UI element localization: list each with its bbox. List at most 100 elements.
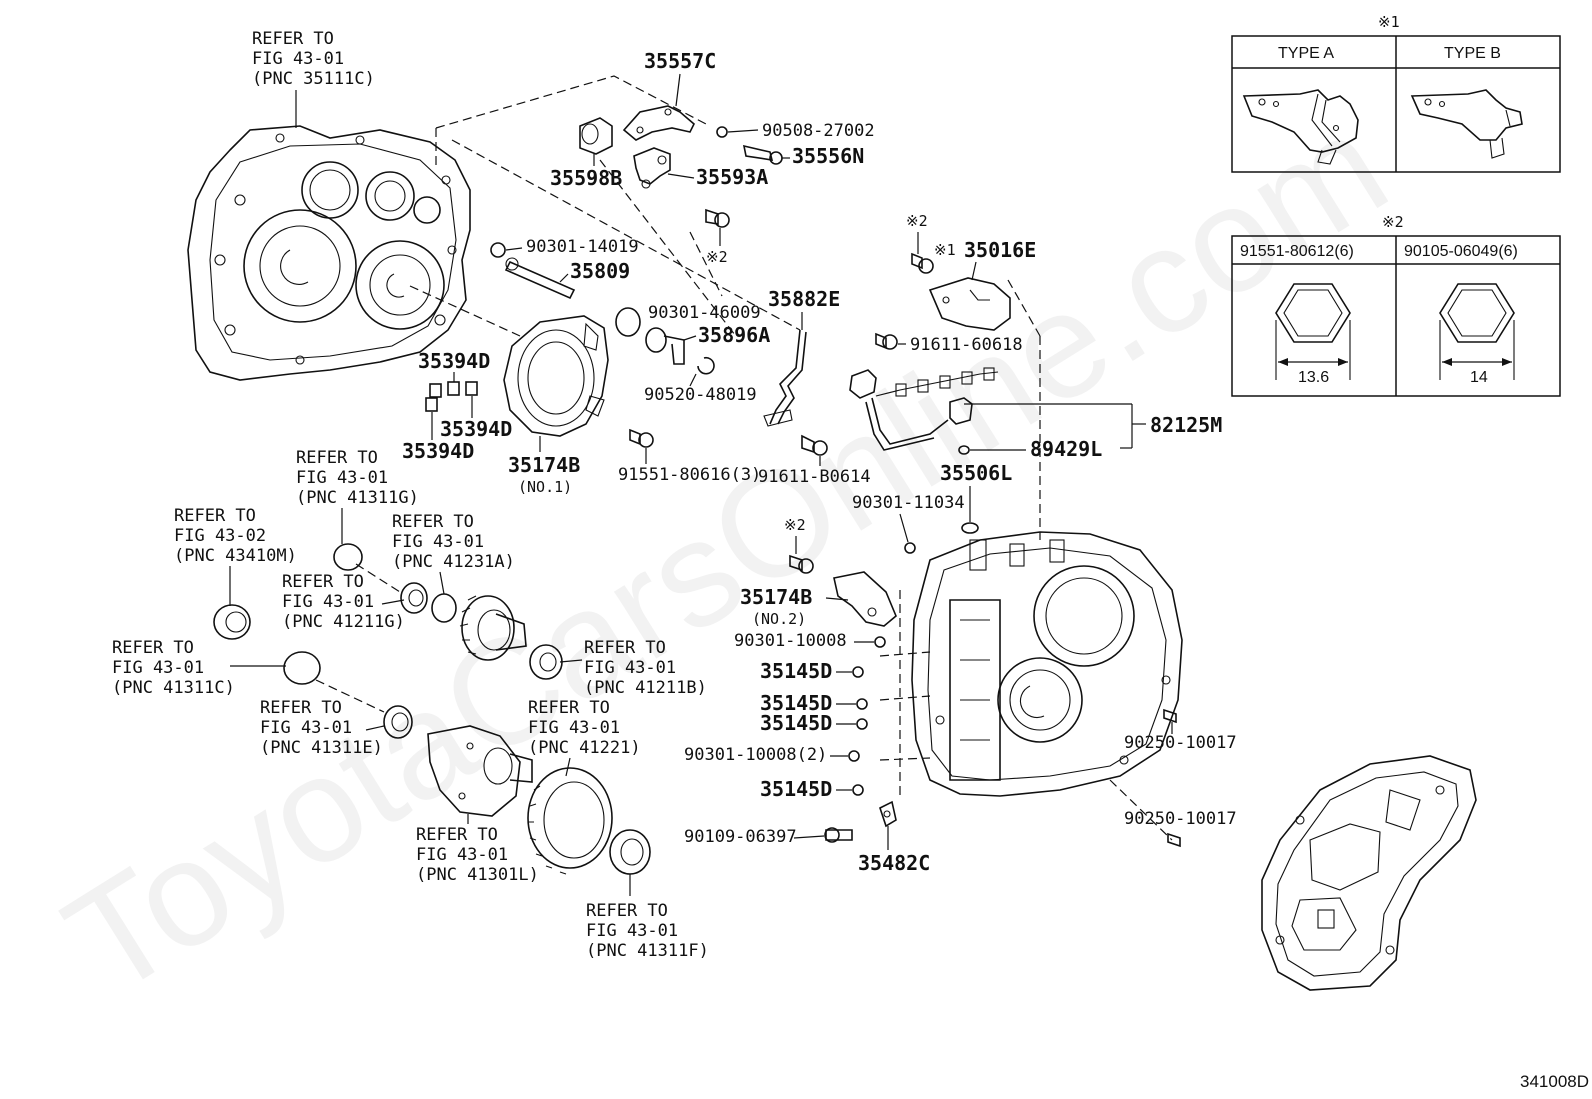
ref-41311g-line2: FIG 43-01 [296,468,388,488]
ref-41311e-line3: (PNC 41311E) [260,738,383,758]
part-35556n-bolt [742,144,783,165]
label-35394d-a: 35394D [418,349,490,373]
label-35174b-no1-suffix: (NO.1) [518,478,572,496]
part-bolt-mark2-c [789,554,814,574]
label-90520-48019: 90520-48019 [644,385,757,405]
label-35145d-b: 35145D [760,691,832,715]
ref-41221-line1: REFER TO [528,698,610,718]
bolt-head-right-illustration: 14 [1439,283,1515,386]
part-35174b-no1 [503,315,609,437]
ref-41211b-line1: REFER TO [584,638,666,658]
label-82125m: 82125M [1150,413,1222,437]
part-35896a [645,327,685,365]
legend-type-a-label: TYPE A [1278,45,1334,62]
label-35145d-a: 35145D [760,659,832,683]
label-mark1-35016e: ※1 [934,241,956,259]
ref-41311c-line2: FIG 43-01 [112,658,204,678]
part-43410m-seal [213,604,251,640]
part-91551-80616 [629,428,654,448]
part-35145d-d [852,784,864,796]
label-35556n: 35556N [792,144,864,168]
legend-bolt-left-part: 91551-80612(6) [1240,243,1354,260]
ref-41301l-line2: FIG 43-01 [416,845,508,865]
part-41211b-bearing [529,644,563,680]
part-90250-10017-b [1167,832,1181,848]
part-41311e-bearing [383,705,413,739]
label-35598b: 35598B [550,166,622,190]
part-bolt-mark2-b [911,252,934,274]
ref-41231a-line1: REFER TO [392,512,474,532]
part-35394d-blocks [425,381,478,412]
part-90250-10017-a [1163,708,1177,724]
part-35809-shaft [504,257,576,300]
label-90301-14019: 90301-14019 [526,237,639,257]
part-90301-14019-oring [490,242,506,258]
part-91611-60618 [875,332,898,350]
diagram-code: 341008D [1520,1072,1589,1091]
part-41211g-bearing [400,582,428,614]
label-35394d-c: 35394D [402,439,474,463]
legend-type-box: ※1 TYPE A TYPE B [1231,13,1561,173]
label-mark2-a: ※2 [706,248,728,266]
part-90301-11034 [904,542,916,554]
part-41301l-differential [427,725,533,817]
ref-41311c-line1: REFER TO [112,638,194,658]
label-35174b-no1: 35174B [508,453,580,477]
ref-41211b-line3: (PNC 41211B) [584,678,707,698]
part-41311c-snapring [283,651,321,685]
ref-41311e-line1: REFER TO [260,698,342,718]
ref-41231a-line2: FIG 43-01 [392,532,484,552]
part-35016e-plate [928,277,1011,331]
bolt-head-left-illustration: 13.6 [1275,283,1351,386]
label-35506l: 35506L [940,461,1012,485]
label-35174b-no2-suffix: (NO.2) [752,610,806,628]
transaxle-case-right-illustration [911,531,1183,797]
label-90250-10017-b: 90250-10017 [1124,809,1237,829]
label-91611-60618: 91611-60618 [910,335,1023,355]
ref-35111c-line2: FIG 43-01 [252,49,344,69]
part-35598b-sensor [579,117,613,155]
label-35482c: 35482C [858,851,930,875]
label-35557c: 35557C [644,49,716,73]
ref-41221-line3: (PNC 41221) [528,738,641,758]
ref-41211g-line3: (PNC 41211G) [282,612,405,632]
part-35145d-b [856,698,868,710]
legend-bolt-marker: ※2 [1382,213,1404,231]
part-bolt-mark2-a [705,208,730,228]
label-90301-10008-2: 90301-10008(2) [684,745,827,765]
ref-43410m-line3: (PNC 43410M) [174,546,297,566]
label-mark2-b: ※2 [906,212,928,230]
label-35016e: 35016E [964,238,1036,262]
label-mark2-c: ※2 [784,516,806,534]
type-b-bracket-illustration [1410,89,1523,159]
ref-43410m-line2: FIG 43-02 [174,526,266,546]
ref-41311f-line1: REFER TO [586,901,668,921]
part-90301-10008 [874,636,886,648]
ref-35111c-line1: REFER TO [252,29,334,49]
part-90520-48019 [697,356,715,375]
label-35882e: 35882E [768,287,840,311]
part-41311g-snapring [333,543,363,571]
label-35145d-c: 35145D [760,711,832,735]
legend-bolt-right-dim: 14 [1470,369,1488,386]
label-90301-11034: 90301-11034 [852,493,965,513]
ref-41311f-line2: FIG 43-01 [586,921,678,941]
part-90301-10008-2 [848,750,860,762]
legend-type-marker: ※1 [1378,13,1400,31]
part-90301-46009-oring [615,307,641,337]
part-35482c [879,800,897,828]
ref-41301l-line3: (PNC 41301L) [416,865,539,885]
label-91611-b0614: 91611-B0614 [758,467,871,487]
part-91611-b0614 [801,434,828,456]
part-35882e-pipe [763,329,807,427]
ref-41311e-line2: FIG 43-01 [260,718,352,738]
label-90301-46009: 90301-46009 [648,303,761,323]
label-35593a: 35593A [696,165,768,189]
legend-bolt-box: ※2 91551-80612(6) 90105-06049(6) 13.6 14 [1231,213,1561,397]
ref-41311g-line3: (PNC 41311G) [296,488,419,508]
ref-41301l-line1: REFER TO [416,825,498,845]
part-89429l [958,445,970,455]
label-90508-27002: 90508-27002 [762,121,875,141]
legend-bolt-left-dim: 13.6 [1298,369,1329,386]
